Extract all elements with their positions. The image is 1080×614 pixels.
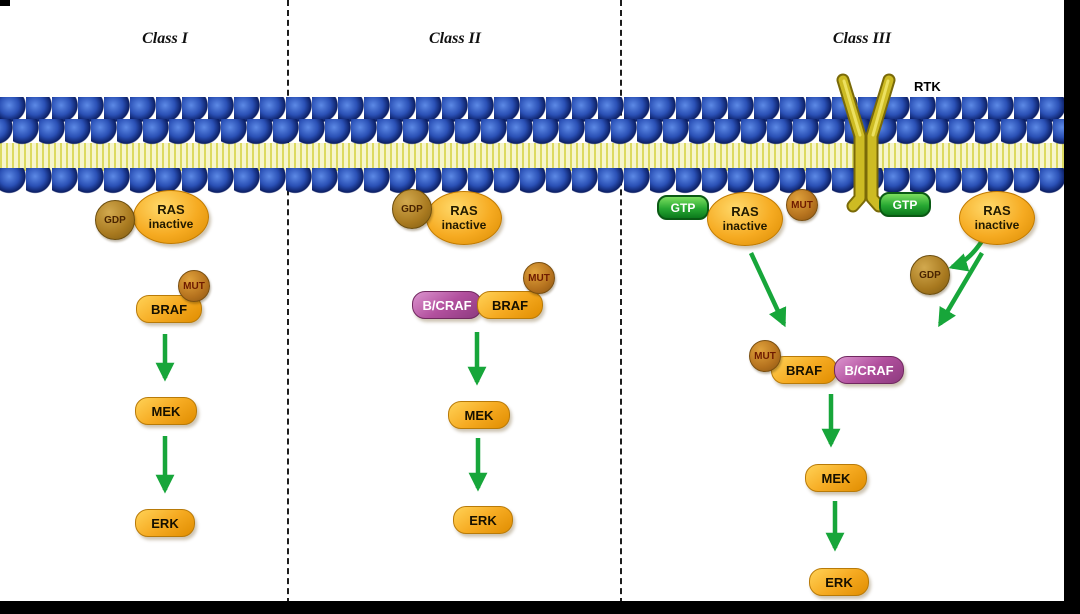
- class3-mut-membrane-badge: MUT: [786, 189, 818, 221]
- divider-class2-class3: [620, 0, 622, 614]
- class3-gtp-left: GTP: [657, 195, 709, 220]
- ras-name: RAS: [731, 204, 759, 220]
- class3-gdp-badge: GDP: [910, 255, 950, 295]
- ras-name: RAS: [157, 202, 185, 218]
- class2-mut-badge: MUT: [523, 262, 555, 294]
- class1-mek-node: MEK: [135, 397, 197, 425]
- corner-mark: [0, 0, 10, 6]
- ras-state: inactive: [974, 217, 1020, 232]
- class3-title: Class III: [832, 30, 892, 47]
- class2-bcraf-node: B/CRAF: [412, 291, 482, 319]
- class3-braf-node: BRAF: [771, 356, 837, 384]
- membrane-inner-leaflet: [0, 168, 1080, 194]
- class3-mek-node: MEK: [805, 464, 867, 492]
- class2-braf-node: BRAF: [477, 291, 543, 319]
- lipid-tails: [0, 143, 1080, 171]
- ras-name: RAS: [983, 203, 1011, 219]
- ras-state: inactive: [722, 218, 768, 233]
- class3-gtp-right: GTP: [879, 192, 931, 217]
- class2-mek-node: MEK: [448, 401, 510, 429]
- membrane-outer-leaflet-row2: [0, 119, 1080, 145]
- class2-gdp-badge: GDP: [392, 189, 432, 229]
- class1-ras-inactive: RAS inactive: [133, 190, 209, 244]
- class1-title: Class I: [142, 30, 188, 47]
- class2-ras-inactive: RAS inactive: [426, 191, 502, 245]
- class3-bcraf-node: B/CRAF: [834, 356, 904, 384]
- class1-mut-badge: MUT: [178, 270, 210, 302]
- class2-erk-node: ERK: [453, 506, 513, 534]
- frame-right-edge: [1064, 0, 1080, 614]
- class3-ras-left-inactive: RAS inactive: [707, 192, 783, 246]
- class3-erk-node: ERK: [809, 568, 869, 596]
- class2-title: Class II: [428, 30, 482, 47]
- class3-ras-right-inactive: RAS inactive: [959, 191, 1035, 245]
- membrane-outer-leaflet-row1: [0, 97, 1080, 123]
- rtk-label: RTK: [914, 79, 941, 94]
- ras-state: inactive: [148, 216, 194, 231]
- frame-bottom-edge: [0, 601, 1080, 614]
- class3-mut-badge: MUT: [749, 340, 781, 372]
- arrow-class3-ras-to-gdp: [948, 239, 984, 272]
- class1-braf-node: BRAF: [136, 295, 202, 323]
- divider-class1-class2: [287, 0, 289, 614]
- ras-state: inactive: [441, 217, 487, 232]
- class1-gdp-badge: GDP: [95, 200, 135, 240]
- class1-erk-node: ERK: [135, 509, 195, 537]
- ras-name: RAS: [450, 203, 478, 219]
- arrow-class3-rasleft-to-complex: [748, 252, 787, 328]
